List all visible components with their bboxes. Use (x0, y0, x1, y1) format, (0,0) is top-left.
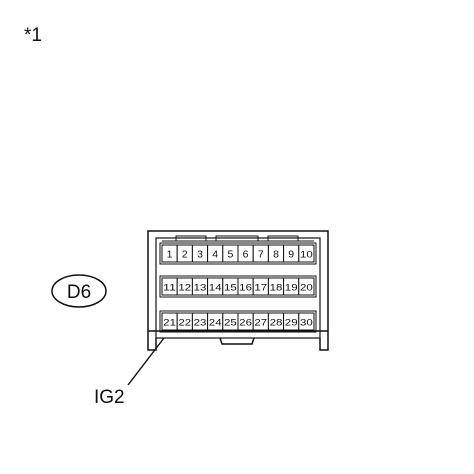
pin-number-7: 7 (258, 249, 264, 261)
pin-row-1 (159, 242, 317, 265)
connector-code: D6 (67, 282, 91, 303)
pin-number-19: 19 (285, 283, 298, 294)
pin-number-14: 14 (209, 283, 222, 294)
pin-row-2 (159, 275, 317, 298)
pin-number-5: 5 (227, 249, 233, 261)
pin-number-23: 23 (194, 318, 207, 329)
pin-number-13: 13 (194, 283, 207, 294)
pin-cell-10 (298, 244, 315, 263)
pin-number-20: 20 (300, 283, 313, 294)
pin-number-3: 3 (197, 249, 203, 261)
connector-code-oval (51, 274, 107, 308)
connector-code-badge: D6 (51, 274, 107, 308)
pin-number-9: 9 (288, 249, 294, 261)
pin-number-17: 17 (254, 283, 267, 294)
note-marker: *1 (24, 25, 42, 46)
terminal-label-ig2: IG2 (94, 387, 125, 408)
pin-number-18: 18 (270, 283, 283, 294)
pin-number-16: 16 (239, 283, 252, 294)
pin-number-1: 1 (167, 249, 173, 261)
housing-latch (219, 337, 255, 345)
pin-number-4: 4 (212, 249, 218, 261)
pin-number-11: 11 (163, 283, 176, 294)
pin-number-29: 29 (285, 318, 298, 329)
pin-cell-30 (298, 312, 315, 331)
pin-number-2: 2 (182, 249, 188, 261)
housing-inner (155, 237, 321, 339)
housing-key-right (267, 235, 299, 242)
pin-number-30: 30 (300, 318, 313, 329)
pin-row-3 (159, 310, 317, 333)
pin-number-26: 26 (239, 318, 252, 329)
housing-outer (147, 230, 329, 332)
pin-number-6: 6 (243, 249, 249, 261)
pin-number-24: 24 (209, 318, 222, 329)
pin-number-8: 8 (273, 249, 279, 261)
connector-housing (147, 230, 329, 351)
pin-number-15: 15 (224, 283, 237, 294)
pin-number-21: 21 (163, 318, 176, 329)
pin-number-25: 25 (224, 318, 237, 329)
pin-number-27: 27 (254, 318, 267, 329)
housing-foot-right (319, 331, 329, 351)
pin-number-28: 28 (270, 318, 283, 329)
housing-key-left (175, 235, 207, 242)
housing-key-center (215, 235, 259, 242)
pin-number-10: 10 (300, 250, 313, 261)
pin-number-12: 12 (178, 283, 191, 294)
callout-leader-line (127, 337, 165, 386)
housing-foot-left (147, 331, 157, 351)
pin-number-22: 22 (178, 318, 191, 329)
pin-cell-20 (298, 277, 315, 296)
